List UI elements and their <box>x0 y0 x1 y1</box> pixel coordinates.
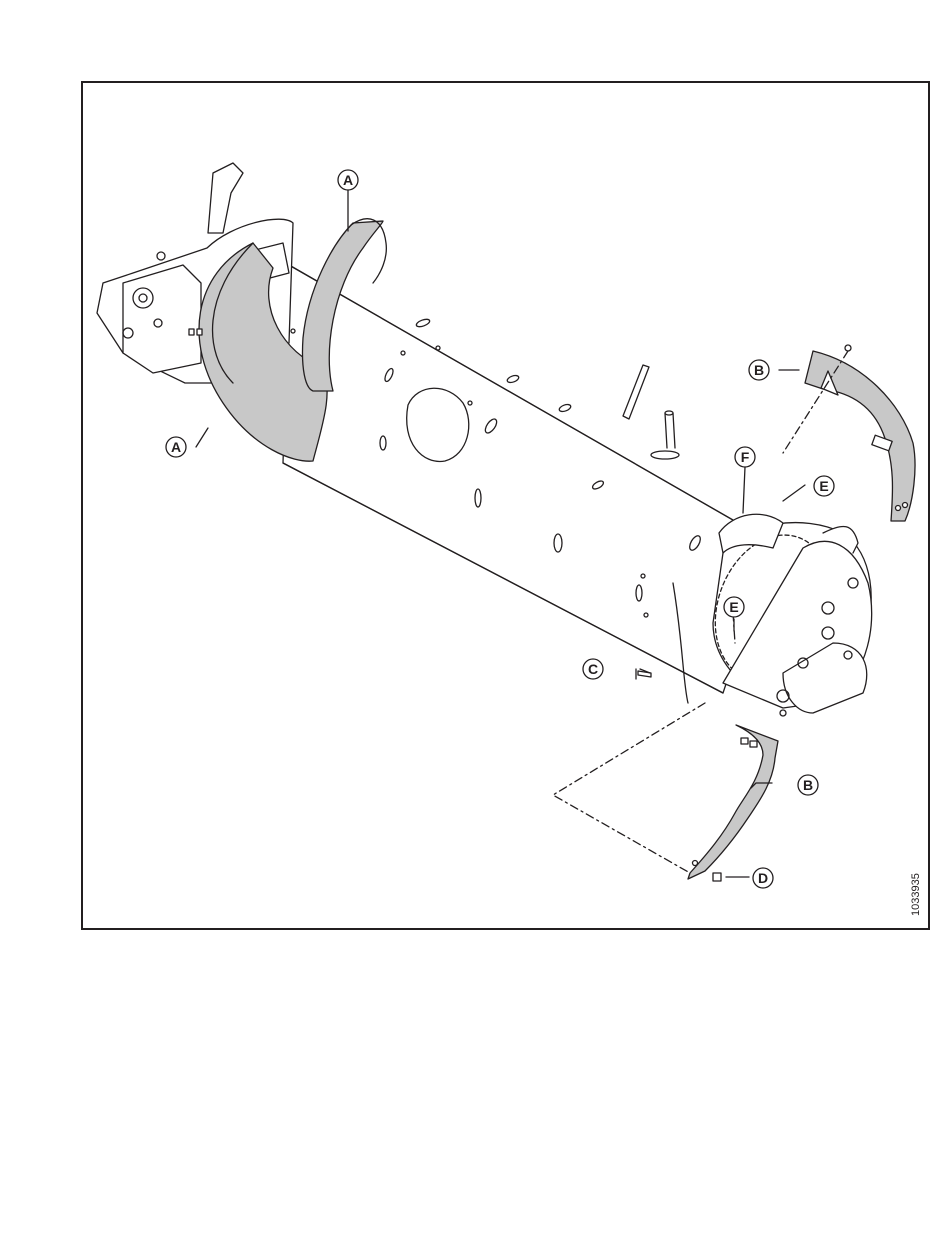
drum-pipe <box>623 365 679 459</box>
callout-a-left: A <box>171 439 181 455</box>
part-b-bottom <box>688 725 778 879</box>
callout-c: C <box>588 661 598 677</box>
callout-e-top: E <box>819 478 828 494</box>
callout-f: F <box>741 449 750 465</box>
callout-b-top: B <box>754 362 764 378</box>
auger-assembly-drawing: A A B B C D E E F <box>83 83 932 932</box>
nut-d <box>713 873 721 881</box>
auger-drum <box>283 265 773 693</box>
callout-a-top: A <box>343 172 353 188</box>
figure-number: 1033935 <box>910 873 922 916</box>
callout-e-mid: E <box>729 599 738 615</box>
callout-d: D <box>758 870 768 886</box>
figure-frame: A A B B C D E E F 1033935 <box>81 81 930 930</box>
callout-b-bottom: B <box>803 777 813 793</box>
